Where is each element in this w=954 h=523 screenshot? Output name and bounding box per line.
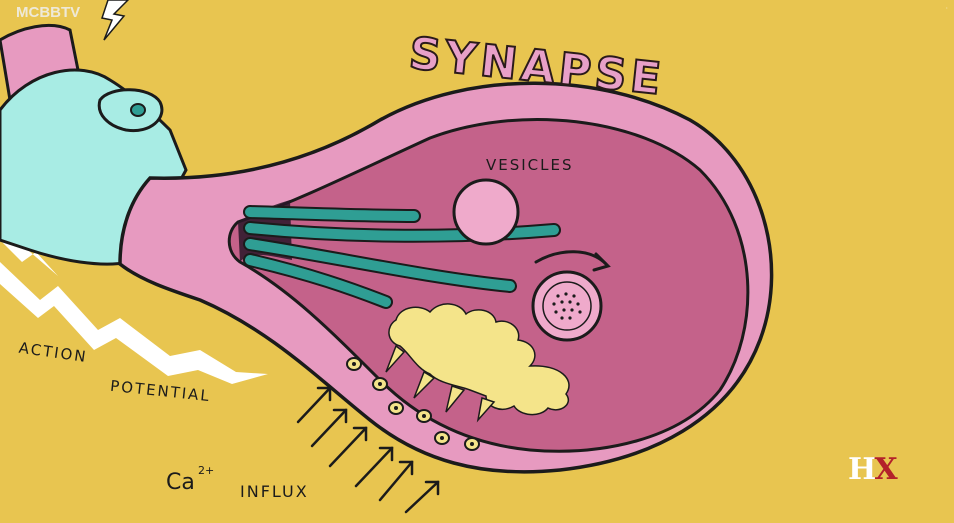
lightning-bolt-icon <box>101 0 130 41</box>
calcium-charge: 2+ <box>198 464 215 477</box>
vesicles-label: VESICLES <box>486 156 574 174</box>
axon <box>0 23 188 266</box>
vesicle <box>452 178 520 246</box>
influx-label: INFLUX <box>240 482 309 501</box>
calcium-ions <box>346 357 480 451</box>
vesicle-with-neurotransmitters <box>531 270 603 342</box>
action-potential-label: ACTION POTENTIAL <box>18 339 212 406</box>
watermark: MCBBTV <box>16 4 81 21</box>
influx-arrows <box>296 386 440 514</box>
logo-x: X <box>874 452 897 487</box>
microtubules <box>243 205 561 309</box>
logo-h: H <box>848 452 876 487</box>
arrow-icon <box>534 250 611 272</box>
hx-logo: HX <box>848 452 898 487</box>
corner-mark: · <box>945 4 948 13</box>
calcium-label: Ca <box>166 470 195 495</box>
release-machinery <box>385 303 570 423</box>
